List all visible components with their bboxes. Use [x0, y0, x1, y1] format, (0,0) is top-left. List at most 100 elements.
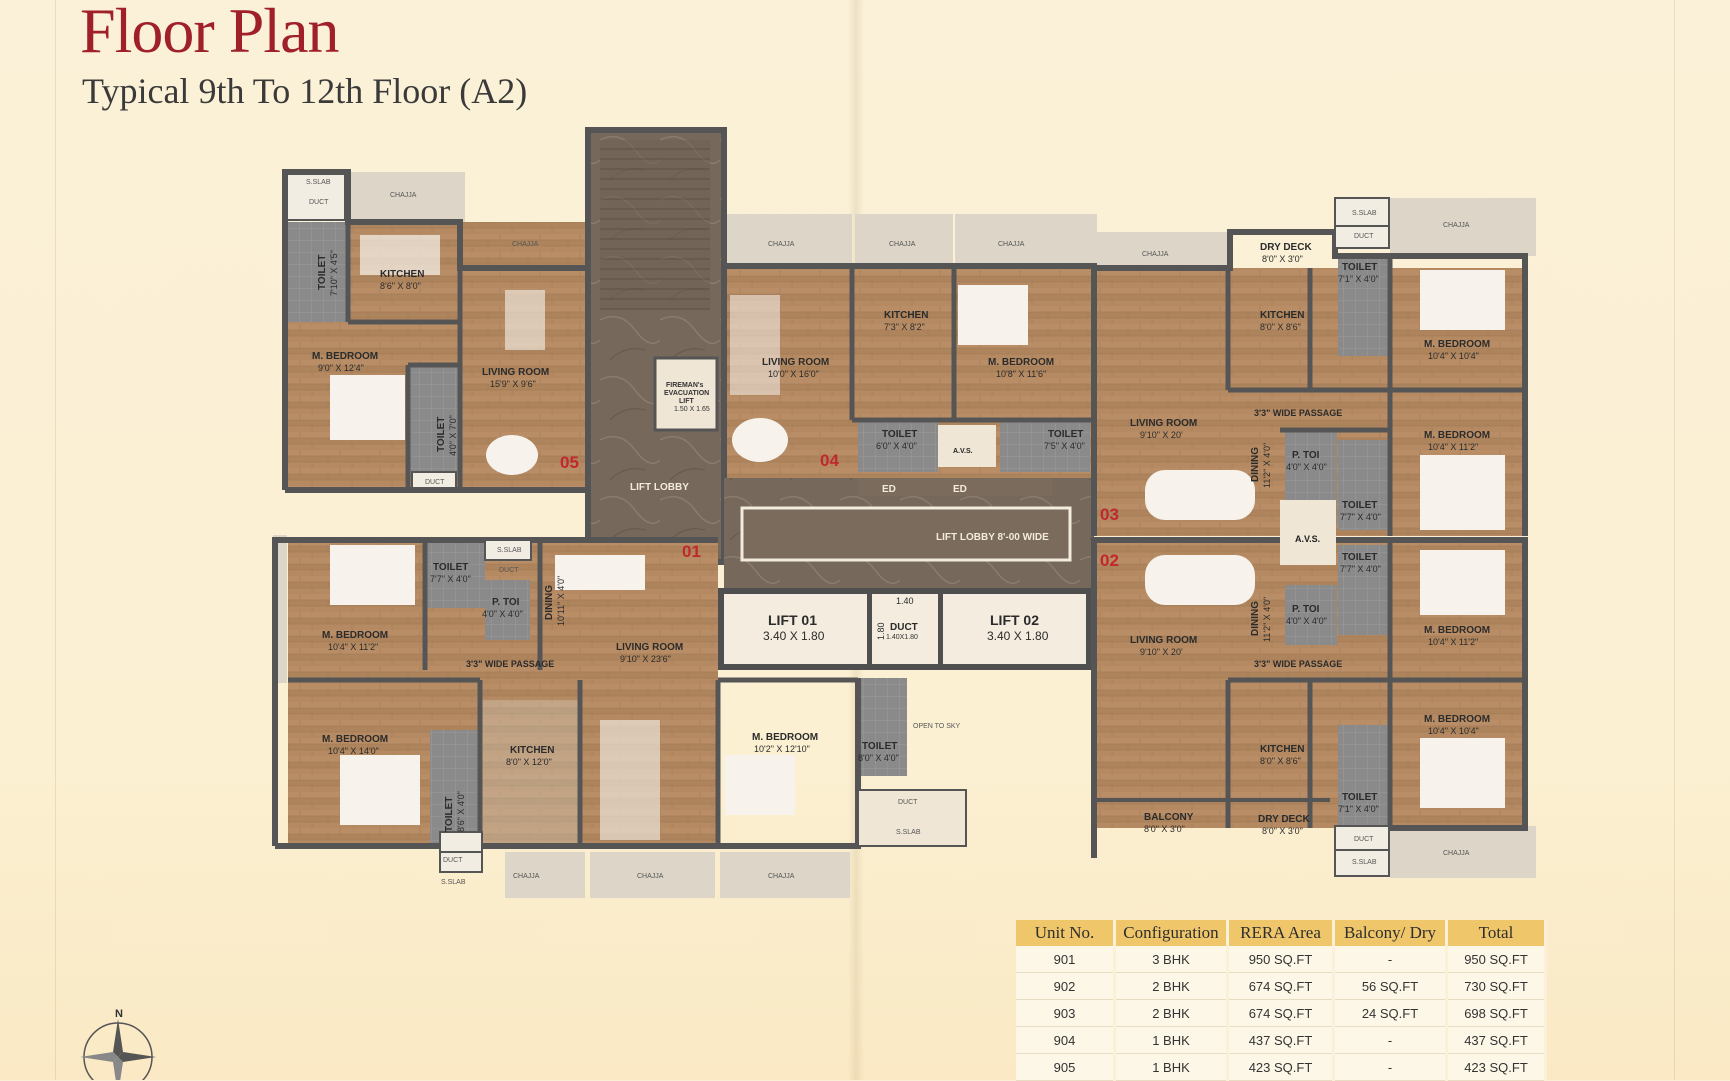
room-name: TOILET	[882, 429, 917, 440]
s-slab-label: S.SLAB	[1352, 210, 1377, 217]
room-name: LIVING ROOM	[482, 367, 549, 378]
lift-lobby-wide-label: LIFT LOBBY 8'-00 WIDE	[936, 532, 1049, 543]
room-name: M. BEDROOM	[322, 630, 388, 641]
table-header-row: Unit No. Configuration RERA Area Balcony…	[1016, 920, 1547, 946]
duct-dim: 1.40X1.80	[886, 634, 918, 641]
cell-configuration: 2 BHK	[1114, 999, 1229, 1027]
room-dim: 4'0" X 4'0"	[482, 609, 523, 619]
lift-01-dim: 3.40 X 1.80	[763, 629, 825, 643]
room-name: M. BEDROOM	[752, 732, 818, 743]
cell-total: 950 SQ.FT	[1446, 946, 1547, 973]
room-name: KITCHEN	[1260, 310, 1304, 321]
unit-area-table: Unit No. Configuration RERA Area Balcony…	[1016, 920, 1547, 1081]
header-unit-no: Unit No.	[1016, 920, 1116, 946]
room-name: KITCHEN	[380, 269, 424, 280]
header-balcony-dry: Balcony/ Dry	[1333, 920, 1448, 946]
room-name: DINING	[1250, 601, 1261, 636]
table-row: 902 2 BHK 674 SQ.FT 56 SQ.FT 730 SQ.FT	[1016, 972, 1547, 1000]
room-name: LIVING ROOM	[762, 357, 829, 368]
ed-label: ED	[953, 484, 967, 495]
cell-rera-area: 423 SQ.FT	[1227, 1053, 1335, 1081]
room-dim: 11'2" X 4'0"	[1262, 443, 1272, 488]
room-dim: 9'10" X 23'6"	[620, 654, 671, 664]
room-dim: 10'4" X 10'4"	[1428, 726, 1479, 736]
room-dim: 7'5" X 4'0"	[1044, 441, 1085, 451]
cell-total: 730 SQ.FT	[1446, 972, 1547, 1000]
room-name: LIVING ROOM	[1130, 418, 1197, 429]
room-name: LIVING ROOM	[1130, 635, 1197, 646]
chajja-label: CHAJJA	[998, 241, 1025, 248]
cell-balcony-dry: 24 SQ.FT	[1333, 999, 1448, 1027]
room-name: KITCHEN	[884, 310, 928, 321]
room-name: DINING	[544, 585, 555, 620]
room-name: TOILET	[862, 741, 897, 752]
room-name: M. BEDROOM	[1424, 430, 1490, 441]
cell-configuration: 2 BHK	[1114, 972, 1229, 1000]
duct-label: DUCT	[309, 199, 329, 206]
room-dim: 4'0" X 4'0"	[1286, 462, 1327, 472]
table-row: 904 1 BHK 437 SQ.FT - 437 SQ.FT	[1016, 1026, 1547, 1054]
compass-north-label: N	[115, 1008, 123, 1020]
fireman-lift-label: EVACUATION	[664, 390, 709, 397]
room-name: P. TOI	[1292, 450, 1320, 461]
chajja-label: CHAJJA	[768, 873, 795, 880]
header-total: Total	[1446, 920, 1547, 946]
cell-configuration: 3 BHK	[1114, 946, 1229, 973]
cell-unit-no: 903	[1016, 999, 1116, 1027]
room-name: TOILET	[317, 255, 328, 290]
cell-total: 423 SQ.FT	[1446, 1053, 1547, 1081]
unit-04	[721, 263, 1097, 496]
room-dim: 7'1" X 4'0"	[1338, 274, 1379, 284]
chajja-label: CHAJJA	[1443, 850, 1470, 857]
chajja-label: CHAJJA	[1142, 251, 1169, 258]
cell-total: 437 SQ.FT	[1446, 1026, 1547, 1054]
cell-unit-no: 901	[1016, 946, 1116, 973]
room-name: M. BEDROOM	[312, 351, 378, 362]
table-row: 905 1 BHK 423 SQ.FT - 423 SQ.FT	[1016, 1053, 1547, 1081]
room-name: KITCHEN	[1260, 744, 1304, 755]
room-dim: 8'0" X 3'0"	[1144, 824, 1185, 834]
s-slab-label: S.SLAB	[1352, 859, 1377, 866]
unit-05	[282, 130, 591, 493]
duct-label: DUCT	[425, 479, 445, 486]
room-dim: 8'0" X 3'0"	[1262, 826, 1303, 836]
room-dim: 7'10" X 4'5"	[329, 250, 339, 296]
room-dim: 10'4" X 11'2"	[328, 642, 378, 652]
room-dim: 7'3" X 8'2"	[884, 322, 925, 332]
open-to-sky-label: OPEN TO SKY	[913, 723, 961, 730]
lift-02-label: LIFT 02	[990, 612, 1039, 628]
room-name: TOILET	[1048, 429, 1083, 440]
chajja-label: CHAJJA	[768, 241, 795, 248]
passage-label: 3'3" WIDE PASSAGE	[1254, 659, 1342, 669]
duct-label: DUCT	[443, 857, 463, 864]
room-dim: 8'6" X 8'0"	[380, 281, 421, 291]
duct-width: 1.40	[896, 596, 914, 606]
room-name: TOILET	[1342, 792, 1377, 803]
s-slab-label: S.SLAB	[497, 547, 522, 554]
room-dim: 15'9" X 9'6"	[490, 379, 536, 389]
duct-label: DUCT	[1354, 836, 1374, 843]
unit-01	[272, 537, 967, 873]
compass-icon: N	[80, 1008, 156, 1080]
cell-configuration: 1 BHK	[1114, 1026, 1229, 1054]
room-dim: 6'0" X 4'0"	[876, 441, 917, 451]
room-dim: 8'0" X 8'6"	[1260, 322, 1301, 332]
cell-unit-no: 904	[1016, 1026, 1116, 1054]
chajja-label: CHAJJA	[637, 873, 664, 880]
room-name: P. TOI	[492, 597, 520, 608]
unit-02	[1091, 525, 1528, 877]
passage-label: 3'3" WIDE PASSAGE	[466, 659, 554, 669]
avs-label: A.V.S.	[953, 448, 973, 455]
cell-unit-no: 902	[1016, 972, 1116, 1000]
cell-rera-area: 674 SQ.FT	[1227, 972, 1335, 1000]
avs-label: A.V.S.	[1295, 534, 1320, 544]
fireman-lift-label: LIFT	[679, 398, 694, 405]
fireman-lift-dim: 1.50 X 1.65	[674, 406, 710, 413]
room-dim: 8'0" X 8'6"	[1260, 756, 1301, 766]
room-dim: 4'0" X 7'0"	[448, 415, 458, 456]
room-name: TOILET	[1342, 500, 1377, 511]
room-dim: 8'0" X 12'0"	[506, 757, 552, 767]
room-dim: 10'4" X 11'2"	[1428, 442, 1478, 452]
room-dim: 10'8" X 11'6"	[996, 369, 1046, 379]
